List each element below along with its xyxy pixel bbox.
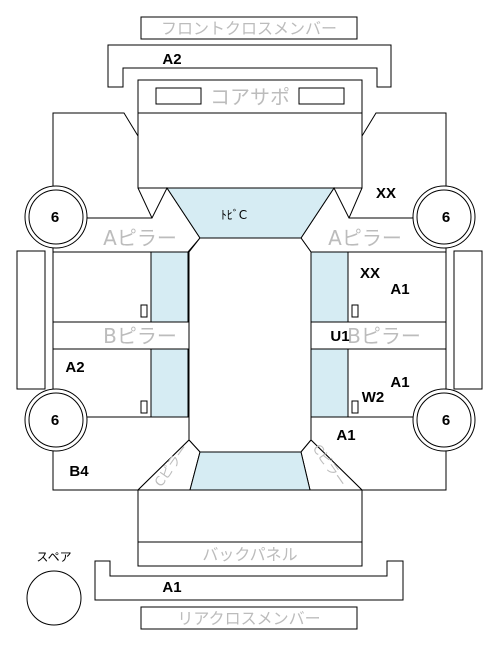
front-handle-right (351, 304, 359, 318)
spare-tire[interactable] (26, 570, 82, 626)
b-pillar-right-label: Bピラー (347, 324, 421, 348)
front-member-part[interactable] (107, 44, 392, 88)
front-handle-left (140, 304, 148, 318)
a-pillar-left-label: Aピラー (103, 226, 177, 250)
tire-rear-right-code: 6 (442, 412, 450, 429)
damage-code-right-quarter: A1 (336, 427, 355, 444)
tire-rear-left[interactable]: 6 (24, 388, 88, 452)
rear-window-right[interactable] (310, 348, 349, 418)
front-member-code: A2 (162, 51, 181, 68)
rear-handle-right (351, 400, 359, 414)
rear-cross-member-label: リアクロスメンバー (177, 609, 320, 628)
b-pillar-left-label: Bピラー (103, 324, 177, 348)
tire-front-right-code: 6 (442, 209, 450, 226)
front-window-left[interactable] (150, 251, 189, 323)
a-pillar-right-label: Aピラー (328, 226, 402, 250)
rear-member-part[interactable] (94, 560, 404, 601)
rear-handle-left (140, 400, 148, 414)
tire-rear-right[interactable]: 6 (412, 388, 476, 452)
spare-label: スペア (36, 550, 71, 564)
front-window-right[interactable] (310, 251, 349, 323)
damage-code-right-a-pillar-2: A1 (390, 281, 409, 298)
damage-code-left-quarter: B4 (69, 463, 89, 480)
back-panel-label: バックパネル (202, 545, 297, 564)
damage-code-right-rear-door-1: A1 (390, 374, 409, 391)
headlight-right (298, 87, 345, 105)
damage-code-left-rear-door: A2 (65, 359, 84, 376)
front-cross-member-label: フロントクロスメンバー (161, 19, 337, 38)
tire-rear-left-code: 6 (51, 412, 59, 429)
trunk-part[interactable] (137, 489, 363, 543)
roof-part[interactable] (188, 237, 312, 453)
side-step-right[interactable] (453, 250, 483, 390)
rear-member-code: A1 (162, 579, 181, 596)
side-step-left[interactable] (16, 250, 46, 390)
damage-code-right-rear-door-2: W2 (362, 389, 385, 406)
tire-front-left-code: 6 (51, 209, 59, 226)
front-cross-member-box[interactable] (140, 16, 358, 40)
rear-window-left[interactable] (150, 348, 189, 418)
core-support-label: コアサポ (210, 85, 290, 109)
core-support-part[interactable] (137, 79, 363, 114)
headlight-left (155, 87, 202, 105)
windshield-code: ﾄﾋﾞC (221, 208, 247, 222)
damage-code-right-a-pillar-1: XX (360, 265, 380, 282)
hood-part[interactable] (137, 112, 363, 189)
rear-cross-member-box[interactable] (140, 606, 358, 630)
damage-code-b-pillar-right: U1 (330, 328, 349, 345)
rear-window-glass[interactable] (189, 451, 311, 491)
back-panel-part[interactable] (137, 541, 363, 567)
b-pillar-right[interactable] (310, 321, 447, 350)
damage-code-right-front: XX (376, 185, 396, 202)
tire-front-left[interactable]: 6 (24, 185, 88, 249)
tire-front-right[interactable]: 6 (412, 185, 476, 249)
